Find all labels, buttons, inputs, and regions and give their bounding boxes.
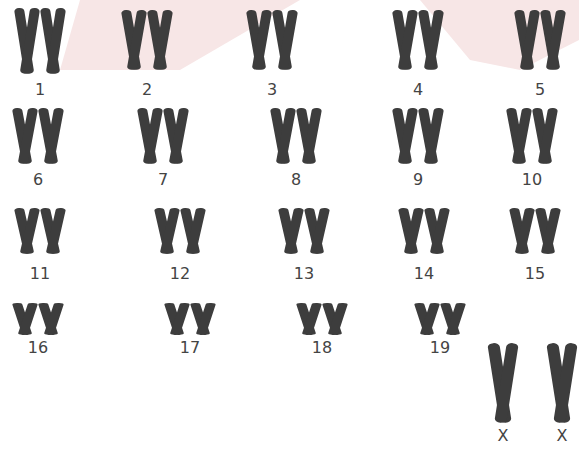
chromosome-number: 14: [414, 266, 434, 282]
chromosome-number: 15: [525, 266, 545, 282]
chromosome-number: 17: [180, 340, 200, 356]
sex-chromosome-pair: [487, 343, 577, 423]
chromosome-number: 1: [35, 82, 45, 98]
chromosome-pair: [154, 208, 206, 254]
chromosome-number: 9: [413, 172, 423, 188]
chromosome-number: 6: [33, 172, 43, 188]
chromosome-pair: [398, 208, 450, 254]
chromosome-number: 18: [312, 340, 332, 356]
watermark-band: [60, 0, 300, 70]
chromosome-number: 8: [291, 172, 301, 188]
chromosome-number: 13: [294, 266, 314, 282]
chromosome-number: 10: [522, 172, 542, 188]
chromosome-number: 4: [413, 82, 423, 98]
chromosome-pair: [12, 108, 64, 164]
chromosome-pair: [246, 10, 298, 70]
chromosome-number: X: [498, 428, 509, 444]
chromosome-pair: [296, 303, 348, 335]
chromosome-pair: [14, 208, 66, 254]
chromosome-set: [12, 8, 578, 423]
chromosome-pair: [509, 208, 561, 254]
chromosome-pair: [270, 108, 322, 164]
chromosome-pair: [414, 303, 466, 335]
chromosome-number: 7: [158, 172, 168, 188]
watermark-band: [420, 0, 579, 70]
chromosome-number: 11: [30, 266, 50, 282]
chromosome-number: 2: [142, 82, 152, 98]
chromosome-pair: [392, 10, 444, 70]
chromosome-number: 5: [535, 82, 545, 98]
chromosome-pair: [14, 8, 66, 74]
chromosome-pair: [164, 303, 216, 335]
chromosome-pair: [514, 10, 566, 70]
chromosome-number: 16: [28, 340, 48, 356]
chromosome-pair: [12, 303, 64, 335]
chromosome-number: X: [557, 428, 568, 444]
chromosome-number: 12: [170, 266, 190, 282]
chromosome-number: 19: [430, 340, 450, 356]
chromosome-pair: [121, 10, 173, 70]
chromosome-pair: [392, 108, 444, 164]
chromosome-number: 3: [267, 82, 277, 98]
chromosome-pair: [137, 108, 189, 164]
chromosome-pair: [278, 208, 330, 254]
chromosome-pair: [506, 108, 558, 164]
